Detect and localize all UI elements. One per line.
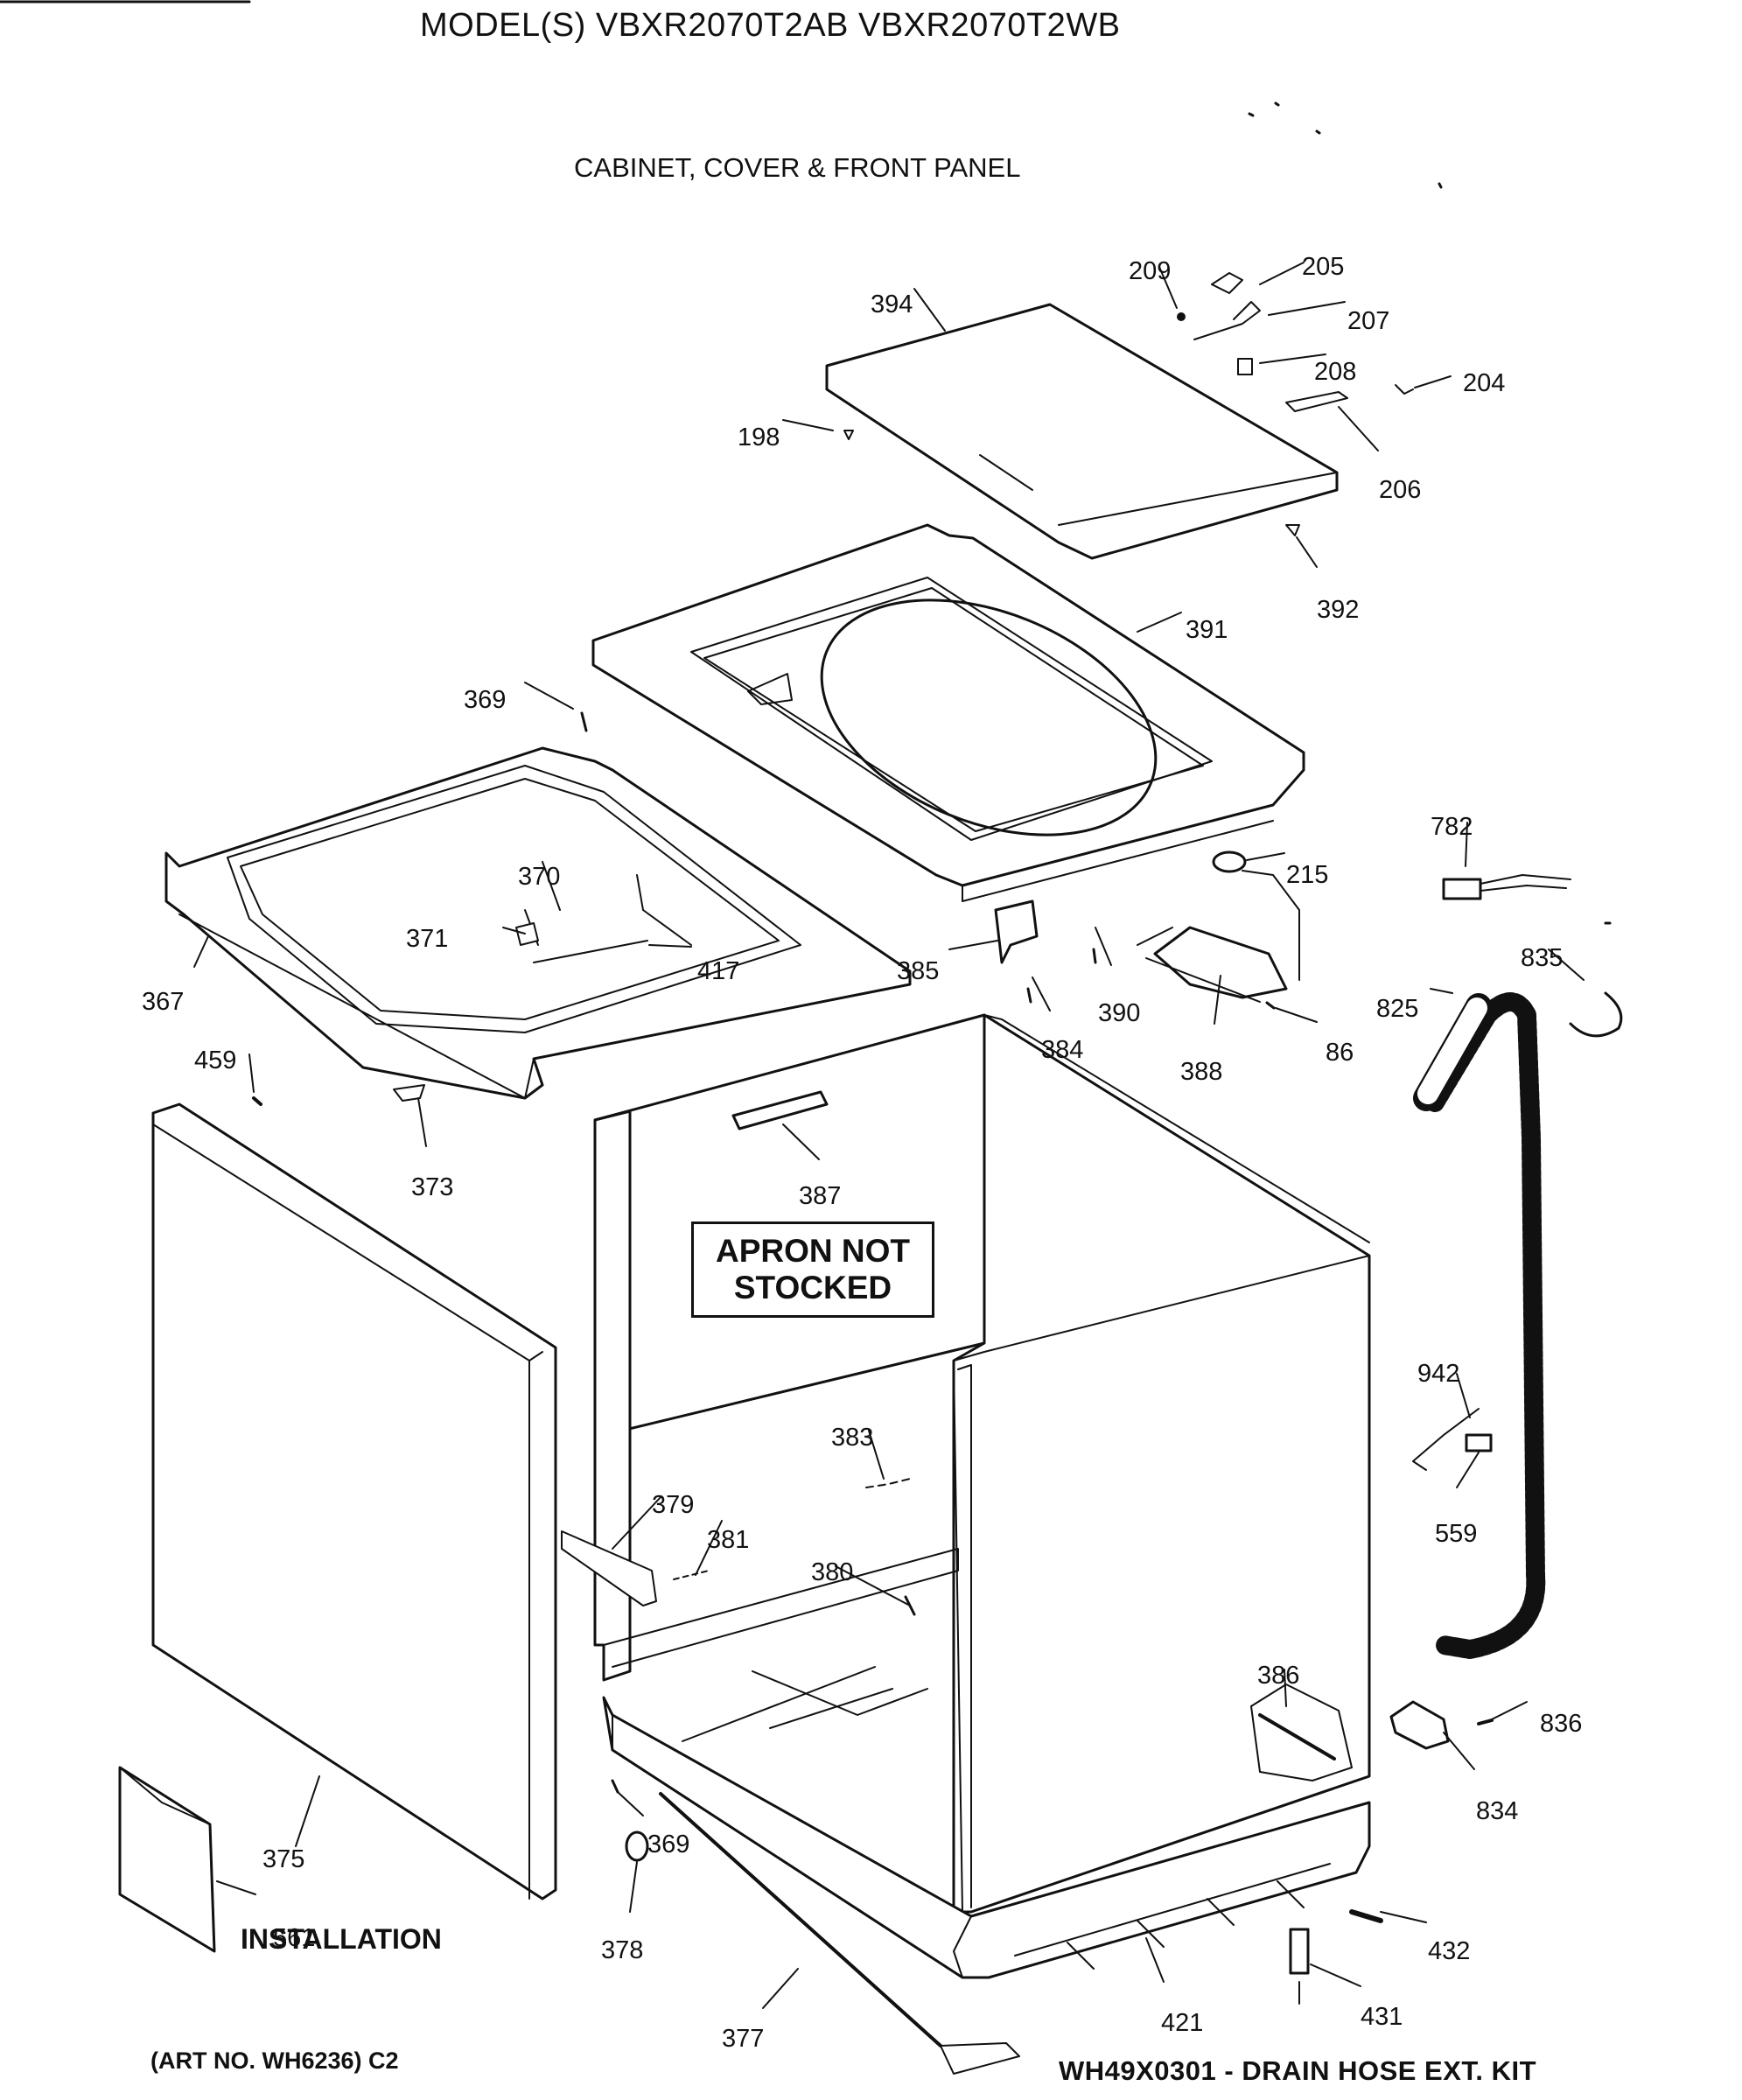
part-label-371: 371 bbox=[406, 925, 448, 953]
front-panel-375 bbox=[151, 1102, 557, 1900]
apron-line-2: STOCKED bbox=[733, 1270, 892, 1306]
drain-hose-kit-note: WH49X0301 - DRAIN HOSE EXT. KIT bbox=[1059, 2055, 1537, 2086]
part-label-559: 559 bbox=[1435, 1520, 1477, 1548]
bracket-387 bbox=[731, 1090, 829, 1130]
bushing-208 bbox=[1237, 358, 1253, 375]
part-label-208: 208 bbox=[1314, 358, 1356, 386]
installation-label: INSTALLATION bbox=[241, 1923, 442, 1955]
part-label-394: 394 bbox=[871, 290, 913, 318]
spring-207 bbox=[1193, 301, 1261, 340]
screw-836 bbox=[1477, 1718, 1494, 1726]
disc-215 bbox=[1212, 850, 1247, 873]
part-label-379: 379 bbox=[652, 1491, 694, 1519]
scan-specks bbox=[1248, 102, 1612, 925]
part-label-375: 375 bbox=[262, 1845, 304, 1873]
screw-459 bbox=[252, 1096, 262, 1106]
terminal-559 bbox=[1465, 1433, 1493, 1452]
lid-394 bbox=[825, 303, 1339, 560]
screw-417 bbox=[636, 874, 644, 911]
part-label-432: 432 bbox=[1428, 1937, 1470, 1965]
hinge-206 bbox=[1285, 391, 1348, 412]
part-label-825: 825 bbox=[1376, 995, 1418, 1023]
part-label-205: 205 bbox=[1302, 253, 1344, 281]
part-label-835: 835 bbox=[1521, 944, 1563, 972]
part-label-385: 385 bbox=[897, 957, 939, 985]
hardware bbox=[252, 272, 1494, 1794]
part-labels: 209 205 394 207 208 204 198 206 392 391 369 782 215 3… bbox=[142, 253, 1582, 2053]
part-label-209: 209 bbox=[1129, 257, 1171, 285]
part-label-370: 370 bbox=[518, 863, 560, 891]
part-label-392: 392 bbox=[1317, 596, 1359, 624]
section-title: CABINET, COVER & FRONT PANEL bbox=[574, 152, 1021, 183]
part-label-836: 836 bbox=[1540, 1710, 1582, 1738]
part-label-384: 384 bbox=[1041, 1036, 1083, 1064]
part-label-421: 421 bbox=[1161, 2009, 1203, 2037]
part-label-207: 207 bbox=[1347, 307, 1389, 335]
clamp-371 bbox=[515, 922, 539, 946]
part-label-417: 417 bbox=[697, 957, 739, 985]
part-label-206: 206 bbox=[1379, 476, 1421, 504]
connector-782 bbox=[1442, 874, 1571, 900]
lid-switch-388 bbox=[1137, 870, 1300, 1003]
leveling-leg-431 bbox=[1289, 1928, 1310, 2005]
part-label-204: 204 bbox=[1463, 369, 1505, 397]
screw-390 bbox=[1092, 948, 1097, 964]
screw-384 bbox=[1026, 987, 1032, 1004]
bracket-834 bbox=[1389, 1700, 1450, 1750]
part-label-369b: 369 bbox=[647, 1830, 689, 1858]
part-label-387: 387 bbox=[799, 1182, 841, 1210]
pin-432 bbox=[1349, 1909, 1383, 1923]
clamp-835 bbox=[1569, 991, 1623, 1038]
part-label-431: 431 bbox=[1361, 2003, 1403, 2031]
foot-378 bbox=[625, 1830, 649, 1862]
top-cover-391 bbox=[591, 523, 1305, 902]
part-label-380: 380 bbox=[811, 1558, 853, 1586]
part-label-391: 391 bbox=[1186, 616, 1228, 644]
clip-204 bbox=[1395, 384, 1414, 395]
part-label-373: 373 bbox=[411, 1173, 453, 1201]
part-label-378: 378 bbox=[601, 1936, 643, 1964]
apron-not-stocked-box: APRON NOT STOCKED bbox=[691, 1222, 934, 1318]
part-label-561: 561 bbox=[273, 1924, 315, 1952]
part-label-215: 215 bbox=[1286, 861, 1328, 889]
top-frame-367 bbox=[164, 746, 912, 1100]
screw-86 bbox=[1265, 1001, 1276, 1010]
clip-373 bbox=[393, 1084, 425, 1102]
part-label-459: 459 bbox=[194, 1046, 236, 1074]
bracket-385 bbox=[994, 900, 1039, 964]
rail-379 bbox=[561, 1530, 657, 1606]
screw-381 bbox=[673, 1570, 710, 1580]
clip-392 bbox=[1285, 524, 1300, 536]
part-label-942: 942 bbox=[1417, 1360, 1459, 1388]
part-label-386: 386 bbox=[1257, 1662, 1299, 1690]
installation-envelope-561 bbox=[118, 1766, 216, 1953]
apron-line-1: APRON NOT bbox=[716, 1233, 910, 1269]
screw-369a bbox=[580, 711, 588, 732]
rod-377 bbox=[659, 1792, 1020, 2075]
screw-209 bbox=[1177, 312, 1186, 321]
part-label-834: 834 bbox=[1476, 1797, 1518, 1825]
part-label-377: 377 bbox=[722, 2025, 764, 2053]
part-label-367: 367 bbox=[142, 988, 184, 1016]
part-label-782: 782 bbox=[1431, 813, 1473, 841]
part-label-383: 383 bbox=[831, 1424, 873, 1452]
part-label-369a: 369 bbox=[464, 686, 506, 714]
hinge-205 bbox=[1211, 272, 1243, 294]
cabinet bbox=[593, 1013, 1371, 1979]
leader-lines bbox=[193, 262, 1585, 2009]
screw-369b bbox=[611, 1779, 619, 1794]
art-number: (ART NO. WH6236) C2 bbox=[150, 2048, 399, 2074]
fastener-383 bbox=[865, 1478, 911, 1488]
part-label-198: 198 bbox=[738, 424, 780, 452]
wire-942 bbox=[1412, 1408, 1493, 1471]
drain-hose-825 bbox=[1413, 992, 1546, 1659]
part-label-86: 86 bbox=[1326, 1039, 1354, 1067]
bumper-198 bbox=[843, 430, 854, 440]
part-label-390: 390 bbox=[1098, 999, 1140, 1027]
part-label-381: 381 bbox=[707, 1526, 749, 1554]
model-line: MODEL(S) VBXR2070T2AB VBXR2070T2WB bbox=[420, 7, 1121, 44]
part-label-388: 388 bbox=[1180, 1058, 1222, 1086]
